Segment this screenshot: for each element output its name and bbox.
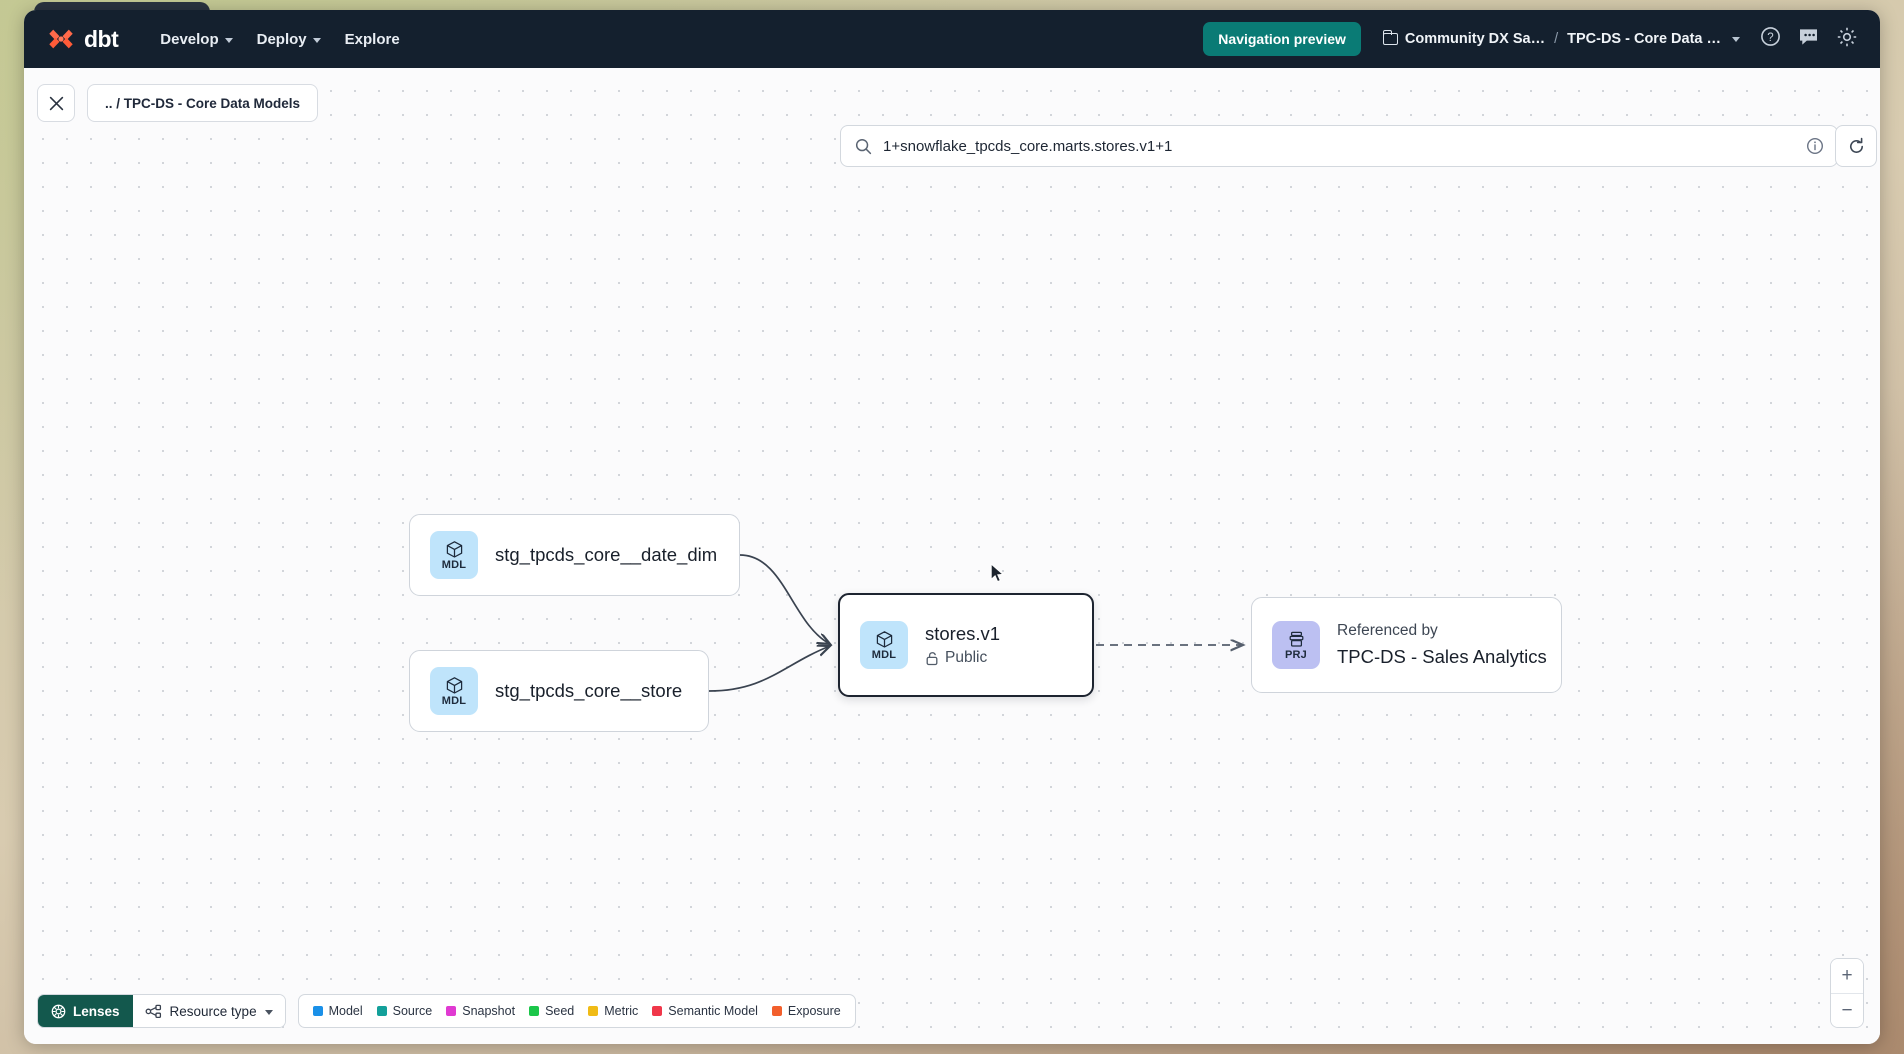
svg-text:?: ? — [1767, 32, 1773, 44]
nav-item-develop[interactable]: Develop — [148, 25, 244, 54]
legend-item-seed: Seed — [529, 1004, 574, 1018]
top-navigation-bar: dbt Develop Deploy Explore Navigation pr… — [24, 10, 1880, 68]
dbt-logo[interactable]: dbt — [46, 24, 119, 54]
lineage-node-stg-date-dim[interactable]: MDL stg_tpcds_core__date_dim — [409, 514, 740, 596]
legend-item-exposure: Exposure — [771, 1004, 841, 1018]
lineage-node-exposure-project[interactable]: PRJ Referenced by TPC-DS - Sales Analyti… — [1251, 597, 1562, 693]
nav-item-deploy[interactable]: Deploy — [245, 25, 333, 54]
resource-type-label: Resource type — [169, 1003, 257, 1019]
close-button[interactable] — [37, 84, 75, 122]
project-badge: PRJ — [1272, 621, 1320, 669]
resource-type-icon — [145, 1004, 161, 1018]
refresh-icon — [1849, 137, 1863, 153]
search-icon — [855, 138, 872, 154]
lens-filter-group: Lenses Resource type — [37, 994, 286, 1028]
dbt-wordmark: dbt — [84, 25, 119, 52]
legend-label: Semantic Model — [668, 1004, 758, 1018]
breadcrumb: Community DX Sa… / TPC-DS - Core Data … — [1382, 29, 1740, 47]
chevron-down-icon — [264, 1009, 273, 1015]
nav-item-develop-label: Develop — [160, 30, 219, 48]
breadcrumb-separator: / — [1554, 31, 1559, 47]
lineage-node-title: stores.v1 — [925, 623, 1001, 644]
legend-item-metric: Metric — [588, 1004, 638, 1018]
canvas-toolbar: .. / TPC-DS - Core Data Models — [24, 68, 1880, 167]
canvas-bottom-toolbar: Lenses Resource type — [37, 994, 856, 1028]
model-badge-label: MDL — [441, 694, 467, 707]
legend-label: Metric — [604, 1004, 639, 1018]
lineage-node-stg-store[interactable]: MDL stg_tpcds_core__store — [409, 650, 709, 732]
legend-swatch — [588, 1006, 599, 1016]
navigation-preview-button[interactable]: Navigation preview — [1203, 22, 1361, 56]
model-badge: MDL — [430, 531, 478, 579]
refresh-button[interactable] — [1835, 125, 1877, 167]
legend-item-semantic-model: Semantic Model — [652, 1004, 758, 1018]
breadcrumb-project-label: TPC-DS - Core Data … — [1567, 31, 1721, 47]
lineage-node-title: TPC-DS - Sales Analytics — [1337, 645, 1547, 667]
legend-swatch — [652, 1006, 663, 1016]
lineage-node-stores-v1[interactable]: MDL stores.v1 Public — [838, 593, 1094, 697]
lineage-graph: MDL stg_tpcds_core__date_dim MDL — [24, 68, 1880, 1044]
lineage-node-title: stg_tpcds_core__store — [495, 680, 683, 701]
model-badge: MDL — [860, 621, 908, 669]
legend-item-snapshot: Snapshot — [446, 1004, 515, 1018]
lineage-node-title: stg_tpcds_core__date_dim — [495, 544, 718, 565]
legend-label: Source — [392, 1004, 433, 1018]
feedback-icon[interactable] — [1798, 27, 1819, 52]
legend-swatch — [312, 1006, 323, 1016]
nav-item-deploy-label: Deploy — [256, 30, 307, 48]
legend-item-model: Model — [312, 1004, 363, 1018]
settings-gear-icon[interactable] — [1836, 26, 1858, 53]
chevron-down-icon — [312, 37, 321, 43]
lenses-button[interactable]: Lenses — [38, 995, 133, 1027]
info-icon[interactable] — [1806, 137, 1824, 155]
resource-type-dropdown[interactable]: Resource type — [132, 995, 285, 1027]
lineage-node-kicker: Referenced by — [1337, 622, 1438, 640]
search-input[interactable] — [883, 137, 1795, 155]
model-badge-label: MDL — [441, 558, 467, 571]
chevron-down-icon — [224, 37, 233, 43]
legend-label: Exposure — [787, 1004, 841, 1018]
legend-label: Seed — [545, 1004, 575, 1018]
breadcrumb-project[interactable]: TPC-DS - Core Data … — [1567, 31, 1721, 47]
legend-label: Snapshot — [462, 1004, 516, 1018]
breadcrumb-account[interactable]: Community DX Sa… — [1382, 29, 1546, 47]
lens-icon — [51, 1004, 66, 1018]
legend-label: Model — [328, 1004, 363, 1018]
dbt-app-window: dbt Develop Deploy Explore Navigation pr… — [24, 10, 1880, 1044]
lineage-search-box[interactable] — [840, 125, 1838, 167]
nav-icon-group: ? — [1760, 26, 1858, 53]
nav-item-explore[interactable]: Explore — [333, 25, 412, 54]
legend-swatch — [529, 1006, 540, 1016]
lineage-node-access: Public — [925, 649, 1000, 667]
model-badge-label: MDL — [871, 648, 897, 661]
zoom-controls: + − — [1830, 958, 1864, 1028]
zoom-in-button[interactable]: + — [1831, 959, 1863, 993]
dbt-logo-icon — [46, 24, 76, 54]
zoom-out-button[interactable]: − — [1831, 993, 1863, 1027]
legend-swatch — [376, 1006, 387, 1016]
breadcrumb-path-chip[interactable]: .. / TPC-DS - Core Data Models — [87, 84, 319, 122]
nav-item-explore-label: Explore — [344, 30, 400, 48]
resource-type-legend: Model Source Snapshot Seed — [297, 994, 856, 1028]
lineage-node-access-label: Public — [945, 649, 988, 666]
lineage-node-body: Referenced by TPC-DS - Sales Analytics — [1337, 621, 1547, 668]
folder-icon — [1382, 29, 1398, 45]
close-icon — [49, 96, 63, 110]
breadcrumb-account-label: Community DX Sa… — [1404, 31, 1546, 47]
legend-swatch — [446, 1006, 457, 1016]
unlock-icon — [926, 651, 938, 665]
lenses-label: Lenses — [73, 1003, 120, 1019]
legend-item-source: Source — [376, 1004, 433, 1018]
breadcrumb-chevron-down-icon[interactable] — [1732, 36, 1740, 42]
model-badge: MDL — [430, 667, 478, 715]
lineage-node-body: stores.v1 Public — [925, 623, 1000, 667]
lineage-canvas[interactable]: MDL stg_tpcds_core__date_dim MDL — [24, 68, 1880, 1044]
lineage-edges — [708, 554, 1880, 692]
help-icon[interactable]: ? — [1760, 26, 1781, 52]
project-badge-label: PRJ — [1285, 648, 1307, 661]
legend-swatch — [771, 1006, 782, 1016]
